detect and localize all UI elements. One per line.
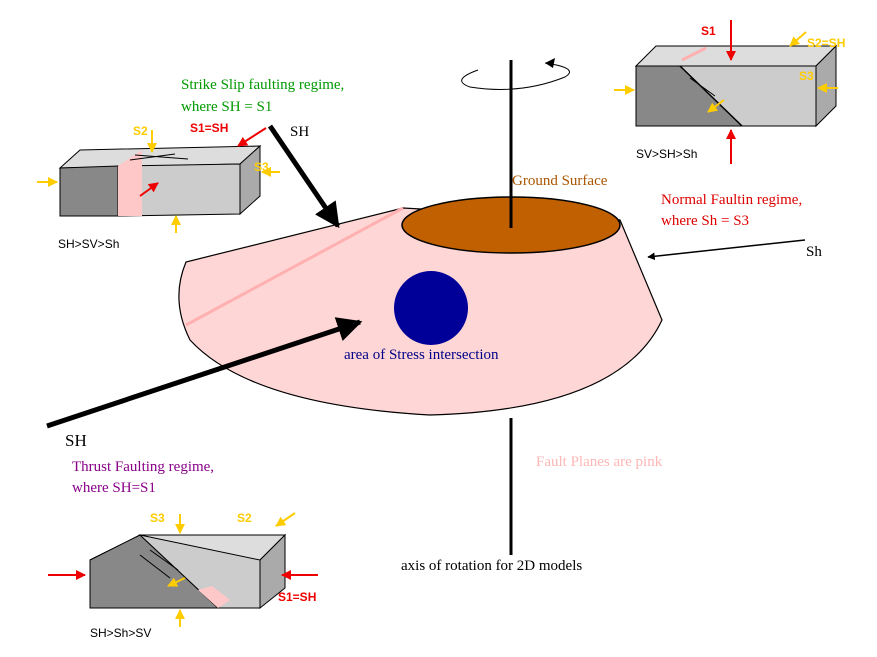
sh-top-label: SH [290,124,309,140]
ground-surface-label: Ground Surface [512,173,608,189]
normal-title-line2: where Sh = S3 [661,213,749,229]
sh-bottom-label: SH [65,431,87,450]
fault-plane-line [185,206,404,327]
thrust-s1-label: S1=SH [278,590,316,604]
sh-arrow-bottom [46,317,363,429]
block-normal [614,20,838,164]
normal-caption: SV>SH>Sh [636,147,697,161]
strike-slip-s1-label: S1=SH [190,121,228,135]
normal-title-line1: Normal Faultin regime, [661,192,802,208]
normal-s1-label: S1 [701,24,716,38]
sh-right-label: Sh [806,244,822,260]
stress-area-label: area of Stress intersection [344,347,499,363]
thrust-title-line2: where SH=S1 [72,480,156,496]
thrust-title-line1: Thrust Faulting regime, [72,459,214,475]
thrust-caption: SH>Sh>SV [90,626,151,640]
thrust-s2-label: S2 [237,511,252,525]
strike-slip-title-line2: where SH = S1 [181,99,272,115]
block-strike-slip [37,127,280,233]
thrust-s3-label: S3 [150,511,165,525]
strike-slip-title-line1: Strike Slip faulting regime, [181,77,344,93]
rotation-arrow-icon [461,62,570,90]
normal-s3-label: S3 [799,69,814,83]
sh-arrow-right [647,239,806,261]
strike-slip-s3-label: S3 [254,160,269,174]
axis-rotation-label: axis of rotation for 2D models [401,558,582,574]
sh-arrow-top [267,124,341,229]
strike-slip-caption: SH>SV>Sh [58,237,119,251]
stress-intersection-circle [394,271,468,345]
strike-slip-s2-label: S2 [133,124,148,138]
block-thrust [48,512,318,627]
normal-s2-label: S2=SH [807,36,845,50]
fault-planes-label: Fault Planes are pink [536,454,663,470]
